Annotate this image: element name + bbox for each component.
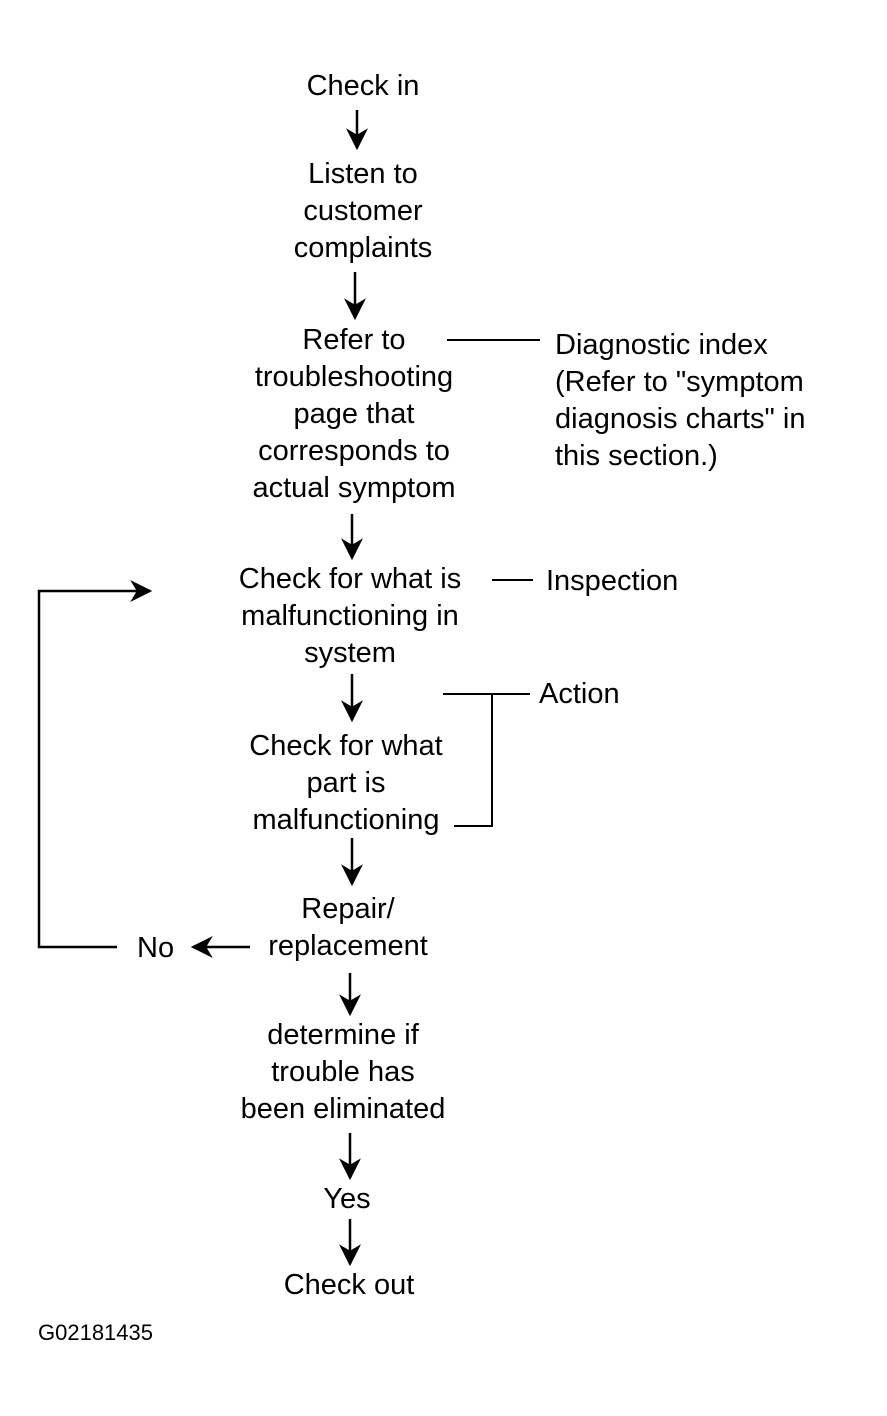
node-check-system: Check for what is malfunctioning in syst… <box>238 563 462 669</box>
bracket-action <box>443 693 493 827</box>
note-action: Action <box>539 678 620 710</box>
note-inspection: Inspection <box>546 565 679 597</box>
label-no: No <box>137 932 175 964</box>
note-diagnostic-index: Diagnostic index (Refer to "symptom diag… <box>555 329 806 472</box>
figure-code: G02181435 <box>38 1320 153 1345</box>
node-repair-replacement: Repair/ replacement <box>268 893 428 962</box>
node-determine-if-eliminated: determine if trouble has been eliminated <box>240 1019 446 1125</box>
loop-back-line <box>37 580 153 949</box>
node-refer-to-troubleshooting: Refer to troubleshooting page that corre… <box>252 324 456 504</box>
node-check-out: Check out <box>283 1269 415 1301</box>
node-check-part: Check for what part is malfunctioning <box>249 730 443 836</box>
node-listen-to-customer: Listen to customer complaints <box>293 158 433 264</box>
label-yes: Yes <box>323 1183 371 1215</box>
node-check-in: Check in <box>306 70 420 102</box>
